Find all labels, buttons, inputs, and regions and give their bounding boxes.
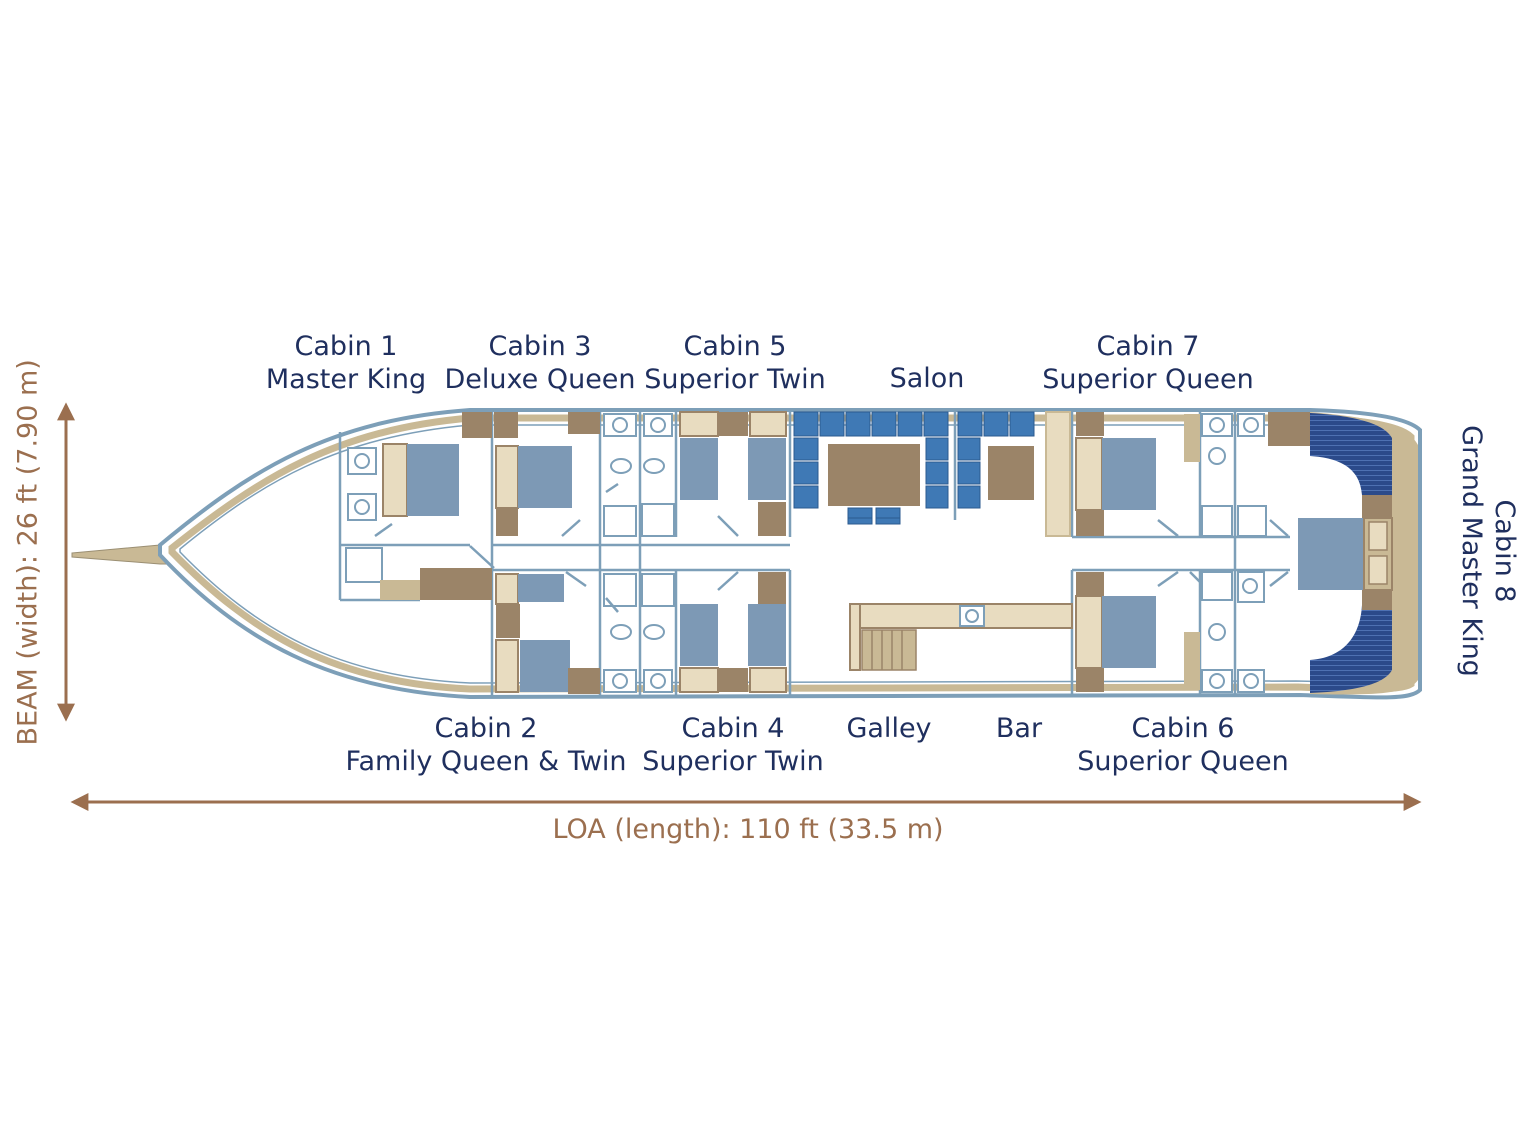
cabin-6-type: Superior Queen (1077, 746, 1289, 777)
cabin-5-type: Superior Twin (644, 364, 826, 395)
cabin-2-type: Family Queen & Twin (345, 746, 627, 777)
cabin-5-name: Cabin 5 (683, 331, 787, 362)
cabin-7-label: Cabin 7 Superior Queen (1040, 330, 1256, 396)
salon-name: Salon (889, 363, 965, 394)
cabin-7-name: Cabin 7 (1096, 331, 1200, 362)
cabin-1-furniture (345, 412, 492, 600)
cabin-5-label: Cabin 5 Superior Twin (640, 330, 830, 396)
cabin-3-label: Cabin 3 Deluxe Queen (440, 330, 640, 396)
beam-label: BEAM (width): 26 ft (7.90 m) (12, 359, 44, 746)
cabin-1-name: Cabin 1 (294, 331, 398, 362)
cabin-4-name: Cabin 4 (681, 713, 785, 744)
cabin-6-label: Cabin 6 Superior Queen (1074, 712, 1292, 778)
bar-label: Bar (984, 712, 1054, 745)
bar-name: Bar (995, 713, 1043, 744)
cabin-3-furniture (494, 412, 637, 537)
cabin-2-label: Cabin 2 Family Queen & Twin (340, 712, 632, 778)
cabin-1-label: Cabin 1 Master King (262, 330, 430, 396)
cabin-5-furniture (641, 411, 787, 537)
cabin-2-name: Cabin 2 (434, 713, 538, 744)
galley-bar-furniture (849, 603, 1073, 671)
cabin-2-furniture (495, 573, 637, 694)
galley-name: Galley (846, 713, 932, 744)
cabin-4-label: Cabin 4 Superior Twin (640, 712, 826, 778)
cabin-4-furniture (641, 572, 787, 693)
cabin-8-label: Cabin 8 Grand Master King (1455, 421, 1521, 681)
cabin-7-furniture (1075, 412, 1267, 537)
cabin-8-name: Cabin 8 (1489, 499, 1520, 603)
cabin-3-type: Deluxe Queen (444, 364, 636, 395)
doors (374, 482, 1289, 613)
galley-label: Galley (836, 712, 942, 745)
salon-furniture (793, 411, 1071, 537)
cabin-8-type: Grand Master King (1456, 425, 1487, 677)
cabin-1-type: Master King (265, 364, 427, 395)
cabin-4-type: Superior Twin (642, 746, 824, 777)
cabin-6-furniture (1075, 571, 1265, 693)
salon-label: Salon (870, 362, 984, 395)
bulkheads (338, 410, 1290, 695)
loa-label: LOA (length): 110 ft (33.5 m) (552, 814, 944, 845)
cabin-6-name: Cabin 6 (1131, 713, 1235, 744)
cabin-3-name: Cabin 3 (488, 331, 592, 362)
cabin-7-type: Superior Queen (1042, 364, 1254, 395)
stern-deck (1268, 412, 1418, 695)
